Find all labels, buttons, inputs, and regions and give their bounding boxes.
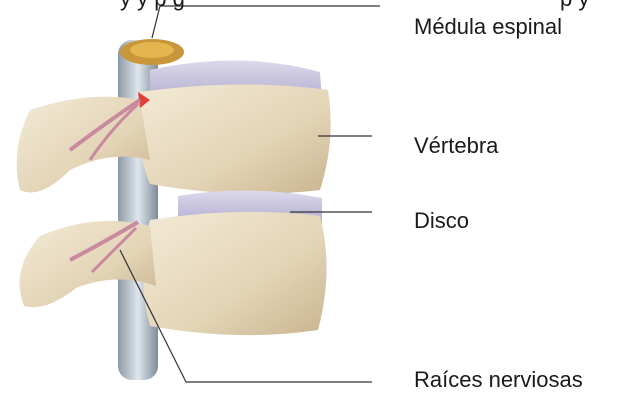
cut-off-top-text: y y p g	[120, 0, 185, 12]
lower-vertebra-body	[143, 212, 327, 335]
label-nerve-roots: Raíces nerviosas	[414, 367, 583, 393]
upper-vertebra-body	[138, 84, 331, 193]
label-disc: Disco	[414, 208, 469, 234]
label-spinal-cord: Médula espinal	[414, 14, 562, 40]
label-vertebra: Vértebra	[414, 133, 498, 159]
cut-off-top-right-text: p y	[560, 0, 589, 12]
